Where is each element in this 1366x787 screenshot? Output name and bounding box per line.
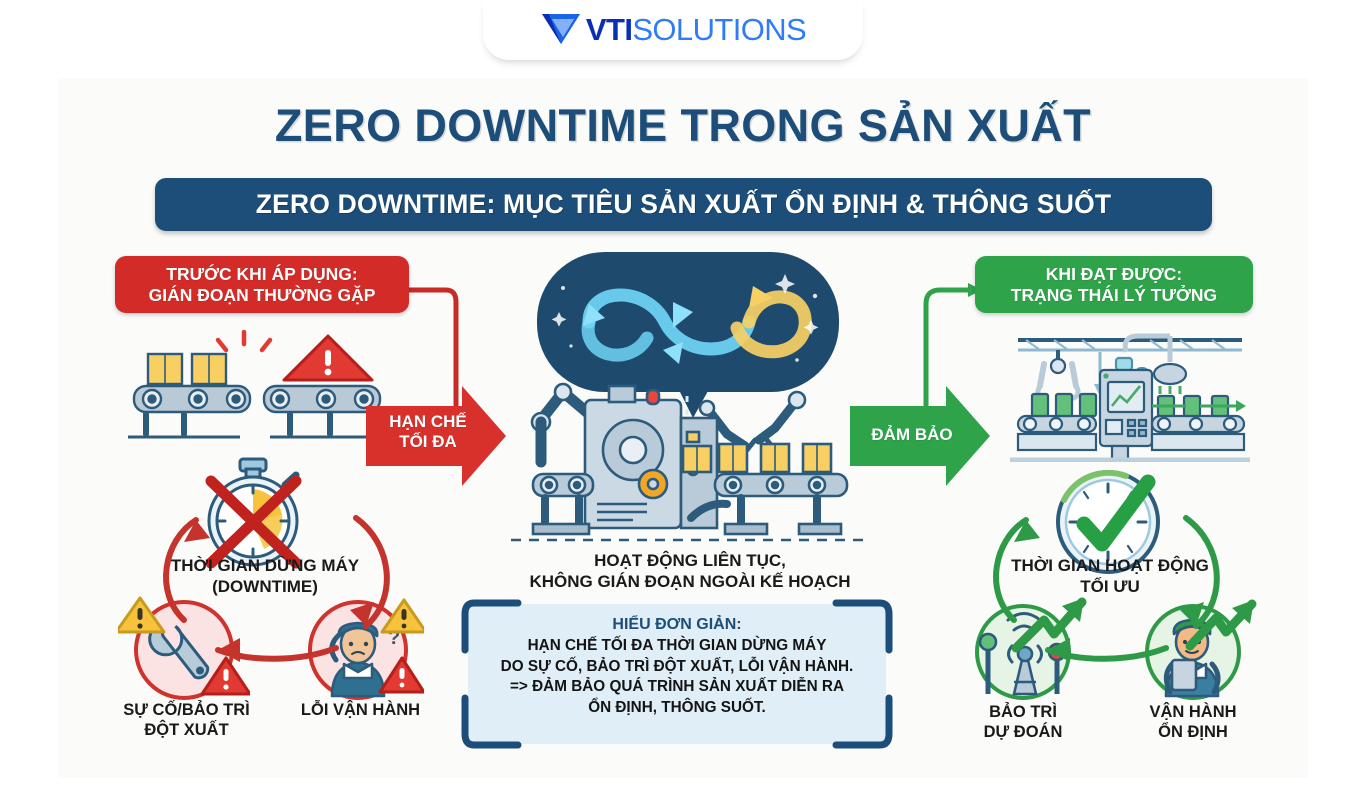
- badge-achieved-line1: KHI ĐẠT ĐƯỢC:: [1045, 263, 1183, 284]
- badge-before-applying: TRƯỚC KHI ÁP DỤNG: GIÁN ĐOẠN THƯỜNG GẶP: [115, 256, 409, 313]
- infobox-corner-brackets: [461, 599, 893, 749]
- vti-triangle-mark-icon: [541, 14, 580, 44]
- logo-solutions-text: SOLUTIONS: [632, 11, 807, 47]
- logo-wordmark: VTISOLUTIONS: [585, 11, 807, 47]
- infobox-line4: ỔN ĐỊNH, THÔNG SUỐT.: [588, 699, 766, 717]
- factory-machine-infinity-icon: [511, 252, 865, 542]
- label-breakdown-maintenance: SỰ CỐ/BẢO TRÌ ĐỘT XUẤT: [123, 701, 250, 740]
- badge-when-achieved: KHI ĐẠT ĐƯỢC: TRẠNG THÁI LÝ TƯỞNG: [975, 256, 1253, 313]
- left-cycle-arrows: [163, 515, 390, 662]
- badge-before-line2: GIÁN ĐOẠN THƯỜNG GẶP: [148, 284, 376, 305]
- clock-check-icon: [1056, 469, 1160, 574]
- subtitle-bar: ZERO DOWNTIME: MỤC TIÊU SẢN XUẤT ỔN ĐỊNH…: [155, 178, 1212, 231]
- label-predictive-maintenance: BẢO TRÌ DỰ ĐOÁN: [983, 703, 1063, 742]
- warning-triangle-red-icon: [378, 656, 424, 694]
- label-operation-error: LỖI VẬN HÀNH: [300, 701, 421, 719]
- brand-logo: VTISOLUTIONS: [483, 0, 863, 60]
- warning-triangle-yellow-icon: [380, 598, 424, 634]
- arrow-dam-bao: [850, 386, 990, 486]
- arrow-label-dam-bao: ĐẢM BẢO: [871, 425, 953, 444]
- badge-achieved-line2: TRẠNG THÁI LÝ TƯỞNG: [1010, 284, 1218, 305]
- arrow-han-che-toi-da: [366, 386, 506, 486]
- wrench-icon: [118, 596, 250, 700]
- confused-worker-icon: ?: [308, 598, 424, 700]
- arrow-label-han-che: HẠN CHẾ TỐI ĐA: [389, 412, 467, 451]
- caption-continuous-operation: HOẠT ĐỘNG LIÊN TỤC, KHÔNG GIÁN ĐOẠN NGOÀ…: [529, 551, 851, 591]
- signal-tower-icon: [975, 597, 1087, 700]
- logo-vti-text: VTI: [585, 11, 633, 47]
- infobox-line1: HẠN CHẾ TỐI ĐA THỜI GIAN DỪNG MÁY: [527, 636, 827, 654]
- stopwatch-crossed-icon: [205, 457, 302, 569]
- infinity-speech-bubble: [537, 252, 839, 426]
- page-title: ZERO DOWNTIME TRONG SẢN XUẤT: [274, 100, 1092, 151]
- red-elbow-connector: [398, 287, 459, 430]
- warning-triangle-red-icon: [200, 656, 250, 696]
- infobox-heading: HIỂU ĐƠN GIẢN:: [612, 616, 742, 633]
- worker-tablet-icon: [1145, 599, 1257, 700]
- warning-triangle-yellow-icon: [118, 596, 166, 634]
- warning-triangle-icon: [282, 334, 374, 382]
- logo-header-notch: VTISOLUTIONS: [483, 0, 863, 60]
- right-cycle-arrows: [993, 515, 1220, 662]
- subtitle-text: ZERO DOWNTIME: MỤC TIÊU SẢN XUẤT ỔN ĐỊNH…: [255, 189, 1112, 219]
- summary-infobox: [468, 604, 886, 744]
- badge-before-line1: TRƯỚC KHI ÁP DỤNG:: [166, 263, 358, 284]
- infobox-line3: => ĐẢM BẢO QUÁ TRÌNH SẢN XUẤT DIỄN RA: [510, 678, 844, 696]
- automated-production-line-icon: [1010, 333, 1250, 462]
- label-stable-operation: VẬN HÀNH ỔN ĐỊNH: [1149, 703, 1237, 742]
- infobox-line2: DO SỰ CỐ, BẢO TRÌ ĐỘT XUẤT, LỖI VẬN HÀNH…: [500, 657, 854, 675]
- caption-downtime: THỜI GIAN DỪNG MÁY (DOWNTIME): [170, 556, 360, 596]
- summary-infobox-text: HIỂU ĐƠN GIẢN: HẠN CHẾ TỐI ĐA THỜI GIAN …: [468, 614, 886, 719]
- broken-conveyor-icon: [128, 330, 388, 439]
- caption-optimal-uptime: THỜI GIAN HOẠT ĐỘNG TỐI ƯU: [1011, 556, 1209, 596]
